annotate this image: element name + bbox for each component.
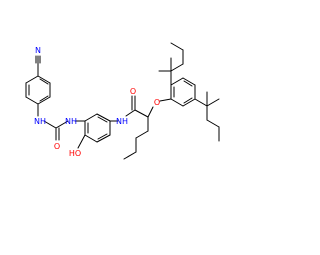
tpent2-ethyl-2	[206, 119, 220, 128]
nitrile-n-label: N	[35, 46, 41, 55]
atom-labels: N NH O NH HO NH O O	[34, 46, 160, 158]
ring2-bond-d	[96, 134, 111, 143]
ring2-double-b	[97, 116, 108, 123]
ring3-bond-f	[170, 98, 184, 107]
nh-to-amide-c-bond	[125, 109, 136, 117]
ring3-bond-b	[170, 77, 184, 86]
amide-c-to-alpha-bond	[134, 109, 149, 118]
ether-o-to-ring3-bond	[159, 98, 172, 102]
ring1-bond-a	[25, 75, 39, 84]
ring1-bond-e	[25, 96, 39, 105]
nh-to-carbonyl-bond	[43, 120, 57, 129]
urea-nh-right-label: NH	[65, 117, 77, 126]
ring2-bond-b	[96, 113, 111, 122]
chemical-structure-diagram: N NH O NH HO NH O O	[25, 42, 220, 160]
chain-bond-4	[123, 151, 137, 160]
amide-group	[125, 95, 149, 118]
di-tert-pentylphenyl-ring	[170, 77, 196, 107]
ring2-bond-a	[84, 113, 98, 122]
hexanoyl-chain	[123, 106, 154, 160]
urea-nh-left-label: NH	[34, 117, 46, 126]
ether-o-label: O	[154, 98, 160, 107]
tpent2-bond-1	[194, 98, 208, 107]
amide-o-label: O	[130, 87, 136, 96]
ortho-tert-pentyl-group	[158, 42, 184, 86]
ring3-bond-c	[182, 77, 196, 86]
ring3-double-e	[183, 97, 193, 104]
ring1-bond-f	[37, 96, 51, 105]
ring1-double-f	[39, 95, 49, 102]
urea-linkage	[43, 120, 86, 141]
tpent1-ethyl-1	[170, 63, 184, 72]
urea-o-label: O	[54, 142, 60, 151]
tpent2-methyl-b	[206, 98, 220, 107]
ring3-double-c	[183, 80, 193, 87]
hydroxy-label: HO	[69, 149, 81, 158]
alpha-to-ether-o-bond	[147, 106, 154, 118]
carbonyl-to-nh-bond	[55, 120, 69, 129]
cyanophenyl-ring	[25, 55, 51, 117]
para-tert-pentyl-group	[194, 91, 220, 142]
ring1-double-b	[39, 78, 49, 85]
hydroxyphenyl-ring	[77, 113, 119, 149]
tpent1-ethyl-3	[170, 42, 184, 51]
structure-svg: N NH O NH HO NH O O	[25, 42, 220, 160]
chain-bond-2	[135, 130, 149, 139]
ring2-double-d	[97, 133, 108, 140]
ring3-bond-e	[182, 98, 196, 107]
ring2-to-oh-bond	[77, 134, 86, 149]
ring2-bond-e	[84, 134, 98, 143]
amide-nh-label: NH	[116, 117, 128, 126]
ring1-bond-b	[37, 75, 51, 84]
